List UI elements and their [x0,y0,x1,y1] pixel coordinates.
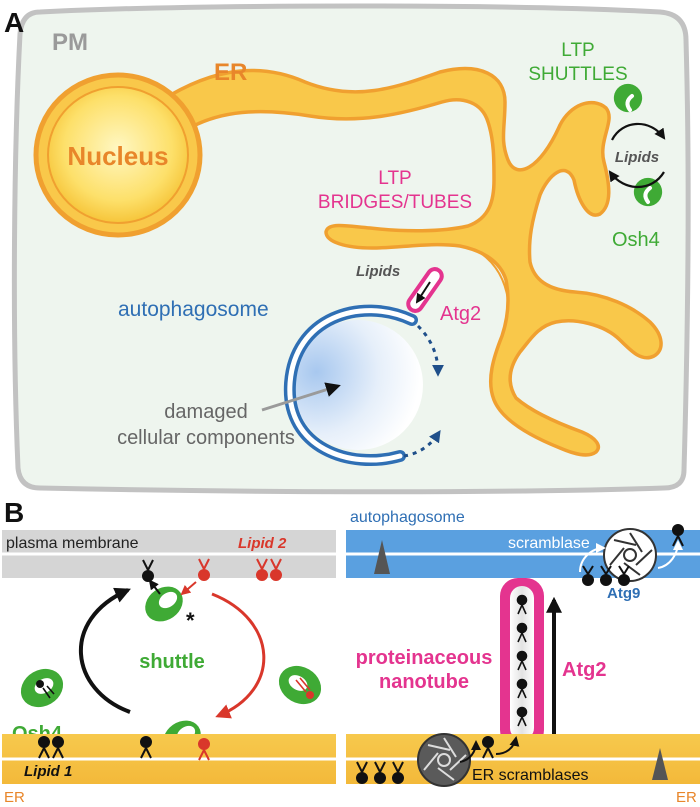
autophagosome [283,304,444,466]
nanotube-line2: nanotube [379,671,469,693]
lipid-black-pm [142,559,154,582]
nanotube-line1: proteinaceous [356,647,493,669]
er-bilayer-right [346,734,700,784]
atg2-label-b: Atg2 [562,659,606,681]
er-label-left: ER [4,789,25,806]
nucleus: Nucleus [33,72,203,238]
autophagosome-label-b: autophagosome [350,509,465,526]
shuttle-label: shuttle [139,651,205,673]
osh4-icon [613,83,663,207]
lipid2-label: Lipid 2 [238,535,287,552]
panel-b-label: B [4,497,24,528]
lipid2-red-group [198,558,282,581]
ltp-shuttles-line2: SHUTTLES [528,64,627,85]
shuttle-cycle-arrows [608,122,666,188]
er-scramblase-icon [417,733,471,787]
atg9-label: Atg9 [607,585,640,602]
lipids-bridge-label: Lipids [356,263,400,280]
atg9-icon [603,528,657,582]
damaged-pointer [261,382,341,412]
ltp-bridges-line1: LTP [378,168,411,189]
panel-a: Nucleus A PM ER LTP SHUTTLES Lipids Osh4… [4,3,691,495]
shuttle-upper-icon [145,579,197,622]
er-scramblases-label: ER scramblases [472,767,588,784]
autophagosome-label-a: autophagosome [118,298,269,321]
panel-a-label: A [4,7,24,38]
ltp-shuttles-line1: LTP [561,40,594,61]
ltp-bridges-line2: BRIDGES/TUBES [318,192,472,213]
lipid2-red-er [198,738,210,761]
asterisk-upper: * [186,608,195,633]
nanotube [500,578,544,748]
lipids-shuttle-label: Lipids [615,149,659,166]
atg2-bridge [406,267,444,313]
damaged-line1: damaged [164,401,247,423]
scramblase-flip-arrow-left [579,543,606,573]
er-label: ER [214,59,247,86]
osh4-icon-b-left [20,668,64,708]
er-network [148,66,663,457]
scramblase-label: scramblase [508,535,590,552]
osh4-label-a: Osh4 [612,229,660,251]
plasma-membrane-label: plasma membrane [6,535,139,552]
damaged-line2: cellular components [117,427,295,449]
pm-label: PM [52,29,88,56]
lipid1-black-group [38,736,152,759]
lipid1-label: Lipid 1 [24,763,72,780]
lipid2-carrier-icon [278,665,322,705]
panel-b: B plasma membrane Lipid 2 * [2,497,700,806]
nanotube-entry-arrow [495,736,520,755]
er-label-right: ER [676,789,697,806]
plasma-membrane-bilayer [2,530,336,578]
shuttle-cycle-left [78,587,266,719]
er-scramblase-flip-arrow [459,740,481,763]
lipids-autophagosome [582,524,684,586]
lipids-er-right [356,736,494,784]
scramblase-flip-arrow-right [657,540,683,569]
nucleus-label: Nucleus [67,141,168,171]
atg2-label-a: Atg2 [440,303,481,325]
